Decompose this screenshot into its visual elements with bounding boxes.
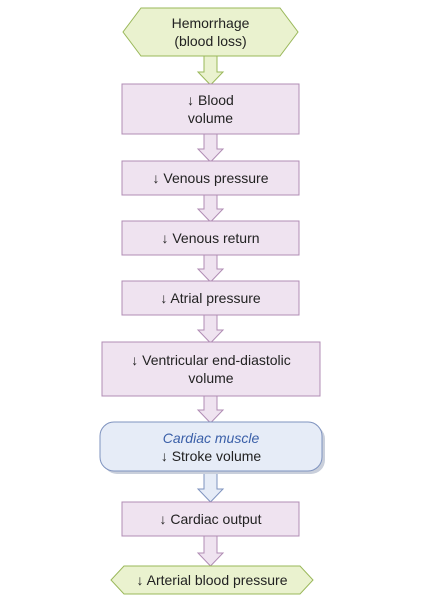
node-cardiac-muscle: Cardiac muscle ↓ Stroke volume: [100, 422, 322, 471]
node-arterial-pressure-line1: ↓ Arterial blood pressure: [136, 572, 288, 588]
node-venous-pressure: ↓ Venous pressure: [122, 161, 299, 195]
node-hemorrhage-line2: (blood loss): [174, 33, 247, 49]
node-venous-return: ↓ Venous return: [122, 221, 299, 255]
node-cardiac-muscle-line2: ↓ Stroke volume: [160, 447, 262, 464]
node-venous-pressure-shape: [121, 160, 300, 196]
node-cardiac-output-line1: ↓ Cardiac output: [159, 511, 262, 527]
node-ved-volume-shape: [101, 341, 321, 397]
node-hemorrhage-line1: Hemorrhage: [171, 15, 250, 31]
arrow-cardiac-muscle-to-cardiac-output: [196, 470, 225, 503]
node-cardiac-muscle-shape: [99, 421, 323, 472]
arrow-cardiac-output-to-arterial-pressure: [196, 535, 225, 567]
node-cardiac-muscle-line1: Cardiac muscle: [162, 429, 260, 446]
node-blood-volume-line2: volume: [187, 110, 234, 126]
node-atrial-pressure: ↓ Atrial pressure: [122, 281, 299, 315]
node-ved-volume-line1: ↓ Ventricular end-diastolic: [131, 352, 291, 368]
arrow-venous-pressure-to-venous-return: [196, 194, 225, 223]
node-blood-volume: ↓ Blood volume: [122, 84, 299, 134]
node-blood-volume-shape: [121, 83, 300, 135]
node-blood-volume-line1: ↓ Blood: [187, 92, 234, 108]
arrow-atrial-pressure-to-ved-volume: [196, 314, 225, 344]
node-arterial-pressure: ↓ Arterial blood pressure: [111, 566, 313, 594]
node-venous-pressure-line1: ↓ Venous pressure: [152, 170, 269, 186]
node-atrial-pressure-shape: [121, 280, 300, 316]
arrow-venous-return-to-atrial-pressure: [196, 254, 225, 283]
node-hemorrhage: Hemorrhage (blood loss): [123, 8, 298, 56]
node-ved-volume: ↓ Ventricular end-diastolic volume: [102, 342, 320, 396]
node-atrial-pressure-line1: ↓ Atrial pressure: [160, 290, 261, 306]
arrow-ved-volume-to-cardiac-muscle: [196, 395, 225, 424]
node-arterial-pressure-shape: [110, 565, 314, 595]
node-cardiac-output: ↓ Cardiac output: [122, 502, 299, 536]
node-venous-return-line1: ↓ Venous return: [161, 230, 260, 246]
arrows: [196, 55, 225, 567]
arrow-hemorrhage-to-blood-volume: [196, 55, 225, 86]
arrow-blood-volume-to-venous-pressure: [196, 133, 225, 163]
node-cardiac-output-shape: [121, 501, 300, 537]
node-hemorrhage-shape: [122, 7, 299, 57]
node-ved-volume-line2: volume: [188, 370, 234, 386]
node-venous-return-shape: [121, 220, 300, 256]
